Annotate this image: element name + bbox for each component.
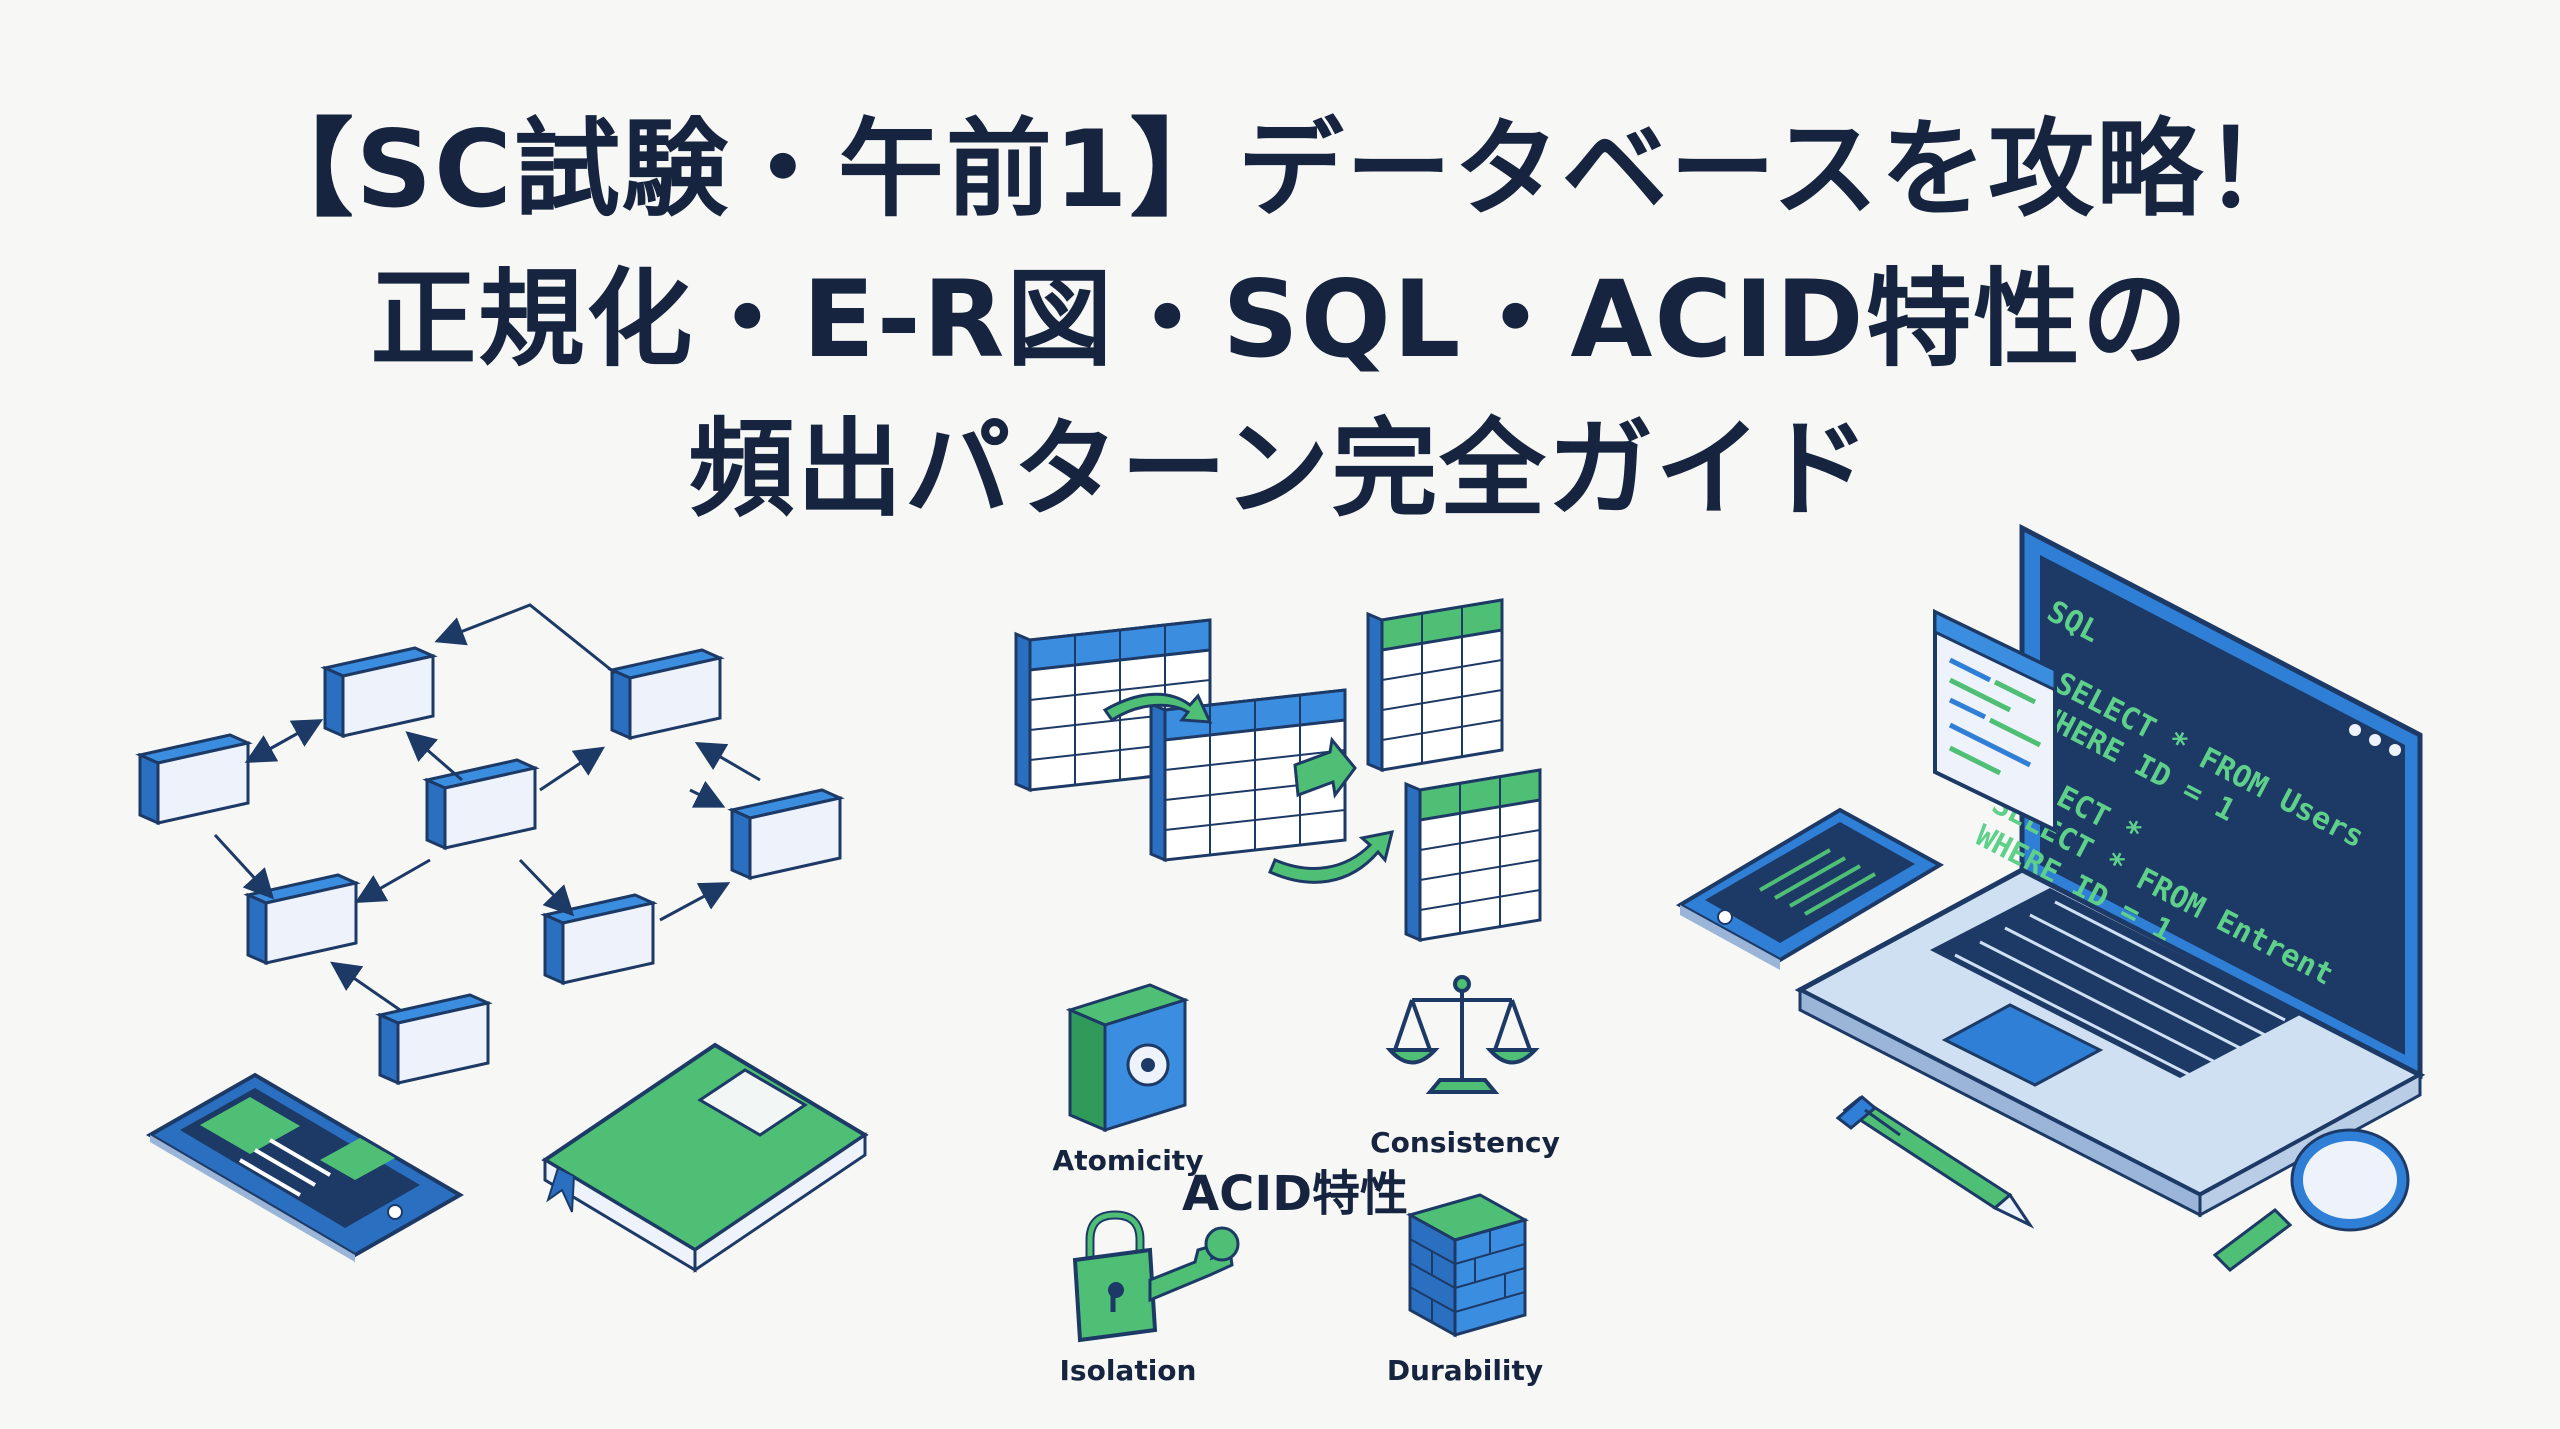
table-grid	[1366, 598, 1504, 772]
acid-center-label: ACID特性	[1182, 1166, 1408, 1222]
entity-box	[730, 788, 842, 880]
consistency-label: Consistency	[1370, 1126, 1560, 1159]
title-line-3: 頻出パターン完全ガイド	[688, 408, 1872, 531]
entity-box	[543, 893, 655, 985]
entity-box	[610, 648, 722, 740]
normalization-illustration	[1014, 598, 1542, 942]
smartphone-icon	[1675, 807, 1945, 970]
title-line-1: 【SC試験・午前1】データベースを攻略！	[247, 108, 2313, 231]
table-grid	[1404, 768, 1542, 942]
code-window-icon	[1933, 608, 2057, 834]
safe-icon	[1065, 983, 1190, 1133]
title-line-2: 正規化・E-R図・SQL・ACID特性の	[370, 258, 2190, 381]
acid-section: Atomicity Consistency ACID特性 Isolation	[1053, 975, 1560, 1387]
entity-box	[323, 646, 435, 738]
page-title: 【SC試験・午前1】データベースを攻略！ 正規化・E-R図・SQL・ACID特性…	[0, 95, 2560, 545]
durability-label: Durability	[1387, 1354, 1543, 1387]
entity-box	[425, 758, 537, 850]
padlock-key-icon	[1072, 1210, 1240, 1343]
isolation-label: Isolation	[1060, 1354, 1197, 1387]
er-diagram	[138, 603, 842, 1085]
pen-icon	[1835, 1095, 2035, 1229]
entity-box	[138, 733, 250, 825]
book-icon	[541, 1042, 869, 1273]
laptop-illustration: SQL SELECT * FROM Users WHERE ID = 1 SEL…	[1675, 523, 2426, 1272]
balance-scale-icon	[1385, 975, 1540, 1094]
magnifier-icon	[2212, 1128, 2410, 1272]
atomicity-label: Atomicity	[1053, 1144, 1204, 1177]
brick-wall-icon	[1406, 1193, 1529, 1338]
tablet-icon	[146, 1072, 464, 1262]
